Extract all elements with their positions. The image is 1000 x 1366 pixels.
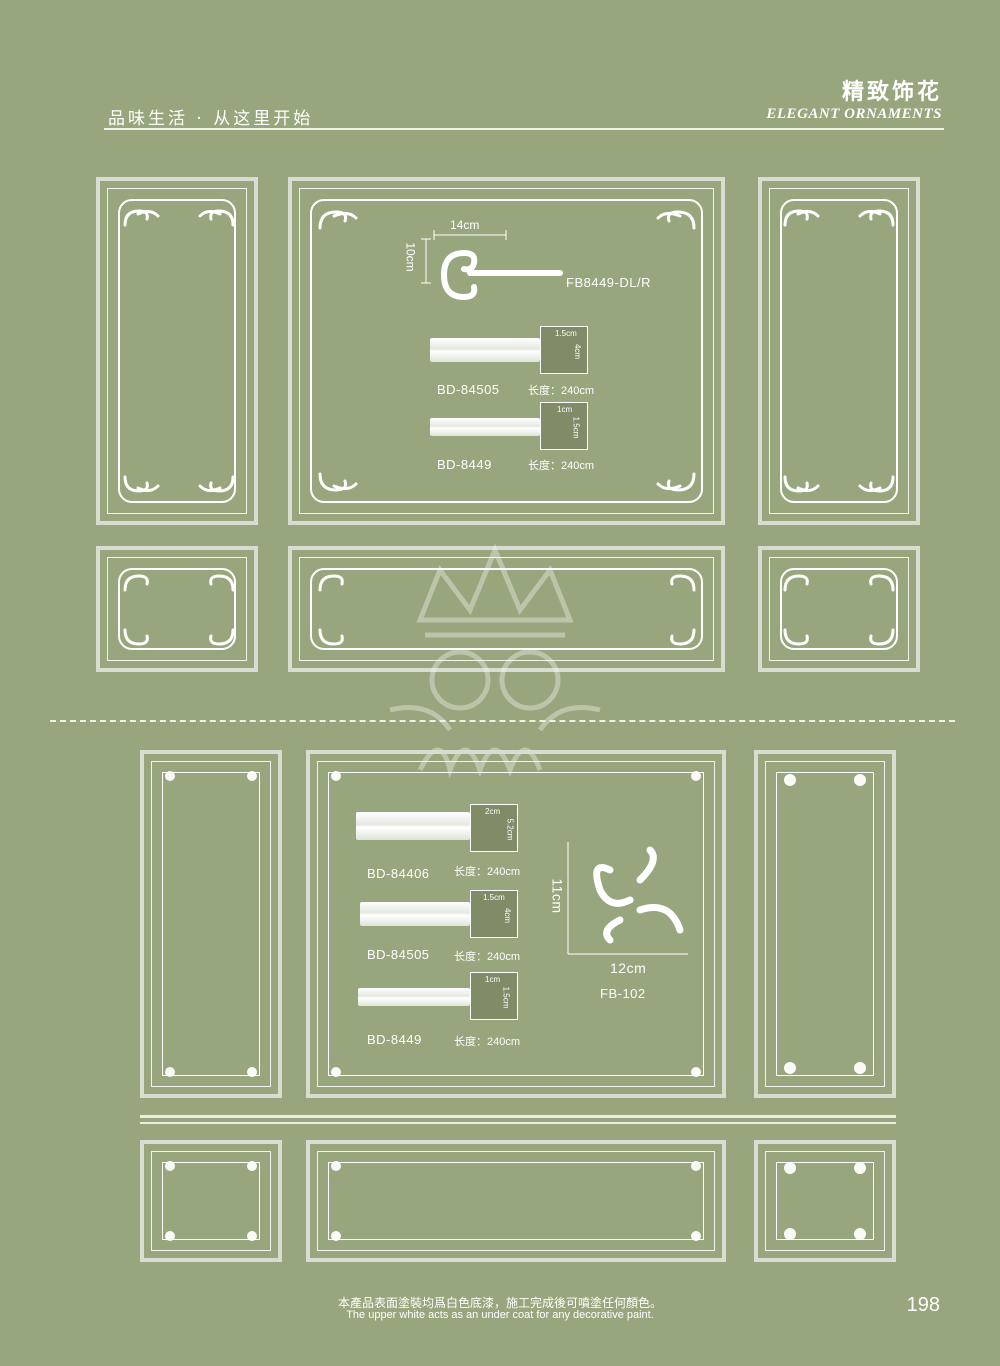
header-rule xyxy=(104,128,944,130)
panel-bottom-center-large xyxy=(306,750,726,1098)
ornament-width-label: 12cm xyxy=(610,960,647,976)
panel-top-center-large xyxy=(288,177,725,525)
chair-rail-line xyxy=(140,1115,896,1118)
profile-box-bd-84406: 2cm 5.2cm xyxy=(470,804,518,852)
chair-rail-line-lower xyxy=(140,1122,896,1124)
molding-code-bd-8449-bottom: BD-8449 xyxy=(367,1032,422,1047)
molding-length-bd-8449-bottom: 长度：240cm xyxy=(454,1036,521,1048)
molding-profile-bd-8449-top xyxy=(430,418,540,436)
molding-code-bd-84505-bottom: BD-84505 xyxy=(367,947,430,962)
molding-code-bd-8449-top: BD-8449 xyxy=(437,457,492,472)
molding-length-bd-84406: 长度：240cm xyxy=(454,866,521,878)
molding-code-bd-84505-top: BD-84505 xyxy=(437,382,500,397)
header-title-en: ELEGANT ORNAMENTS xyxy=(766,106,942,122)
header-title-cn: 精致饰花 xyxy=(841,79,942,105)
molding-length-bd-84505-bottom: 长度：240cm xyxy=(454,951,521,963)
ornament-fb-102-drawing xyxy=(567,842,688,955)
header-slogan: 品味生活 · 从这里开始 xyxy=(108,109,314,129)
footer-note-en: The upper white acts as an under coat fo… xyxy=(346,1309,654,1321)
corner-product-code: FB8449-DL/R xyxy=(566,275,651,290)
scroll-corner-ornaments-top xyxy=(123,209,895,646)
panel-top-left-tall xyxy=(96,177,258,525)
panel-mid-right xyxy=(758,546,920,672)
ornament-height-label: 11cm xyxy=(549,878,566,914)
molding-profile-bd-84406 xyxy=(356,812,470,840)
section-divider-dashed xyxy=(50,720,955,722)
ornament-product-code: FB-102 xyxy=(600,986,646,1001)
molding-code-bd-84406: BD-84406 xyxy=(367,866,430,881)
page-number: 198 xyxy=(906,1294,940,1316)
profile-box-bd-84505-bottom: 1.5cm 4cm xyxy=(470,890,518,938)
molding-profile-bd-8449-bottom xyxy=(358,988,470,1006)
molding-profile-bd-84505-top xyxy=(430,338,540,362)
footer-note-cn: 本產品表面塗裝均爲白色底漆，施工完成後可噴塗任何顏色。 xyxy=(337,1296,662,1310)
molding-profile-bd-84505-bottom xyxy=(360,902,470,926)
profile-box-bd-8449-bottom: 1cm 1.5cm xyxy=(470,972,518,1020)
panel-base-left xyxy=(140,1140,282,1262)
panel-base-center xyxy=(306,1140,726,1262)
panel-top-right-tall xyxy=(758,177,920,525)
panel-mid-left xyxy=(96,546,258,672)
panel-mid-center xyxy=(288,546,725,672)
molding-length-bd-8449-top: 长度：240cm xyxy=(528,460,595,472)
profile-box-bd-84505-top: 1.5cm 4cm xyxy=(540,326,588,374)
corner-dimension-lines xyxy=(421,230,563,301)
panel-base-right xyxy=(754,1140,896,1262)
corner-width-label: 14cm xyxy=(450,218,480,232)
panel-bottom-right-tall xyxy=(754,750,896,1098)
molding-length-bd-84505-top: 长度：240cm xyxy=(528,385,595,397)
panel-bottom-left-tall xyxy=(140,750,282,1098)
profile-box-bd-8449-top: 1cm 1.5cm xyxy=(540,402,588,450)
